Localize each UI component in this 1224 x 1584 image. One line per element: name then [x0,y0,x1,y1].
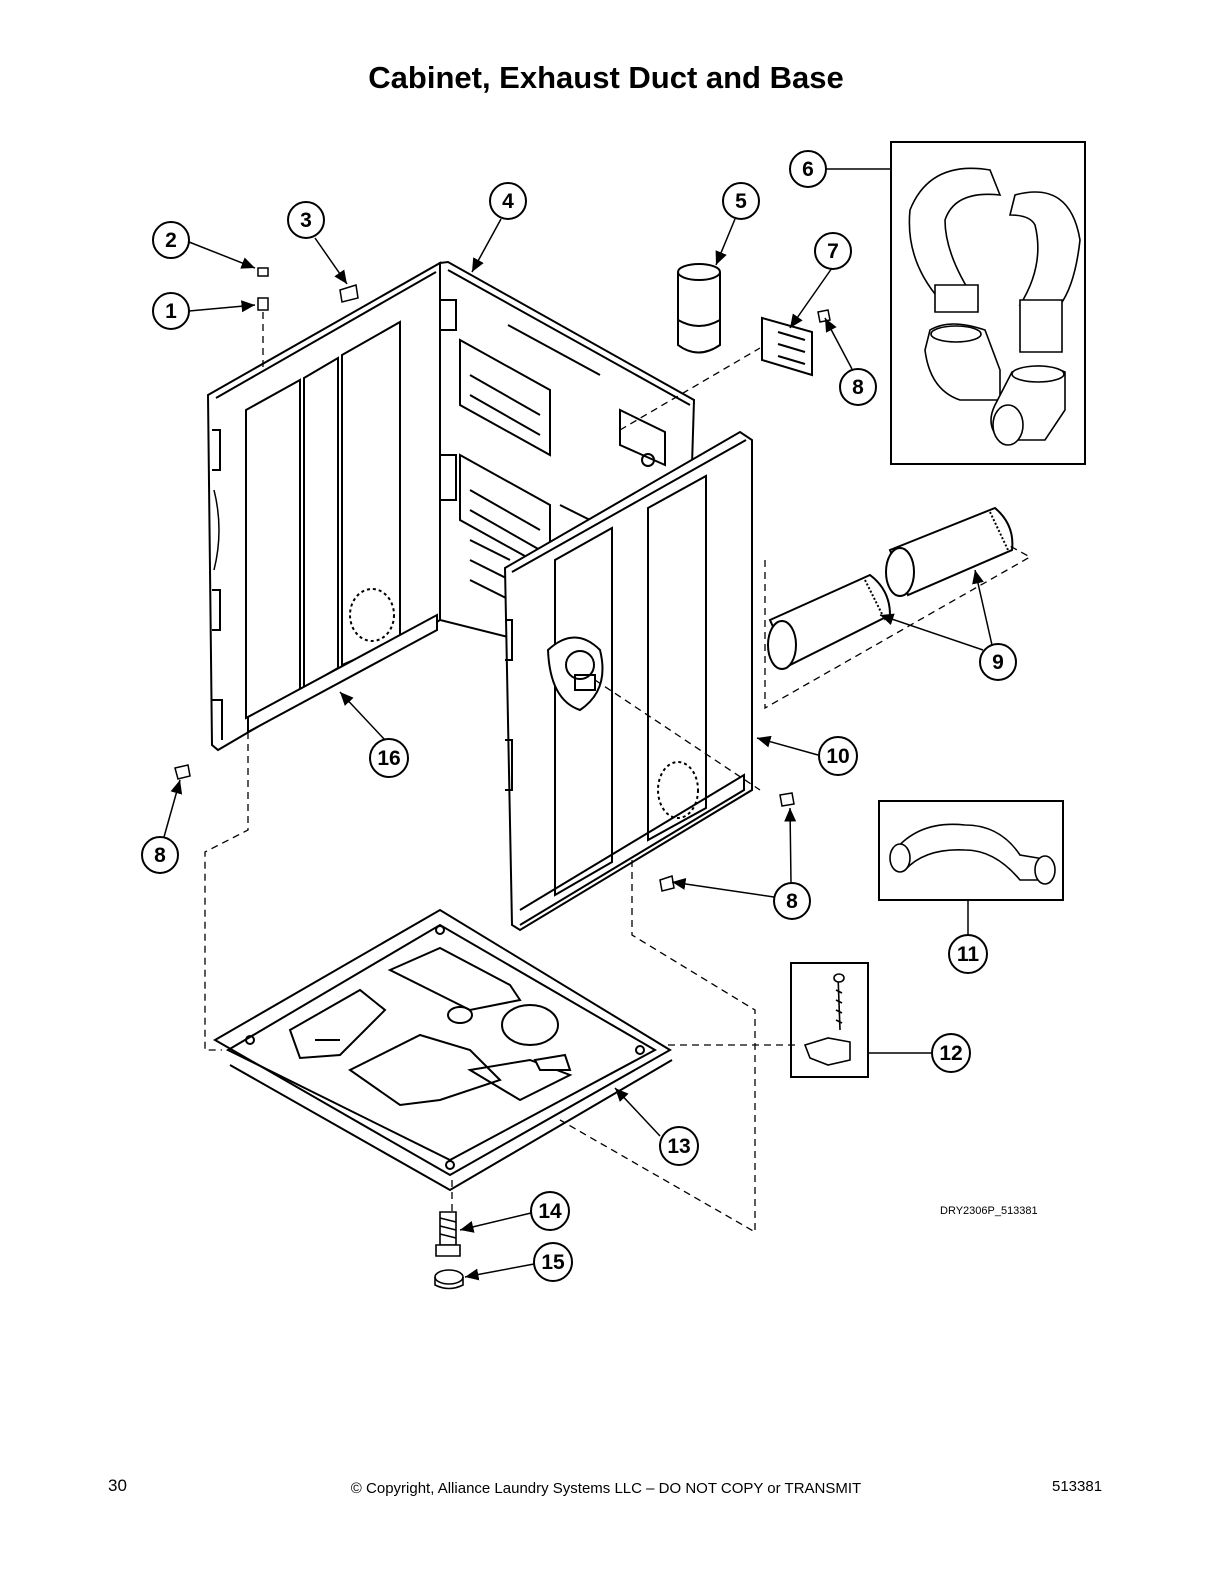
callout-2: 2 [152,221,190,259]
callout-14: 14 [530,1191,570,1231]
svg-text:2: 2 [165,229,177,252]
copyright-notice: © Copyright, Alliance Laundry Systems LL… [350,1480,862,1497]
callouts: 1 2 3 4 5 6 7 8 8 8 8 9 10 11 12 13 14 1… [141,150,1017,1282]
svg-text:5: 5 [735,190,747,213]
svg-text:11: 11 [957,943,980,966]
front-panel [503,430,753,932]
svg-text:8: 8 [786,890,798,913]
svg-text:8: 8 [154,844,166,867]
callout-9: 9 [979,643,1017,681]
elbow-kit-part [908,167,1081,446]
exhaust-duct-part [677,263,721,354]
callout-5: 5 [722,182,760,220]
callout-4: 4 [489,182,527,220]
callout-13: 13 [659,1126,699,1166]
svg-text:16: 16 [377,747,400,770]
svg-text:14: 14 [538,1200,562,1223]
leveling-leg-part [434,1211,464,1290]
bracket-part [803,973,851,1066]
callout-3: 3 [287,201,325,239]
svg-text:8: 8 [852,376,864,399]
svg-text:13: 13 [667,1135,690,1158]
callout-6: 6 [789,150,827,188]
document-number: 513381 [1052,1478,1103,1495]
callout-12: 12 [931,1033,971,1073]
straight-duct-parts [767,506,1014,670]
svg-text:9: 9 [992,651,1004,674]
flex-duct-part [889,823,1056,885]
callout-8a: 8 [839,368,877,406]
svg-text:15: 15 [541,1251,565,1274]
svg-text:1: 1 [165,300,177,323]
svg-text:7: 7 [827,240,839,263]
svg-text:3: 3 [300,209,312,232]
callout-10: 10 [818,736,858,776]
callout-7: 7 [814,232,852,270]
base-pan [212,908,673,1192]
figure-id: DRY2306P_513381 [940,1205,1038,1217]
vent-plate-part [761,316,813,377]
svg-text:12: 12 [939,1042,962,1065]
svg-text:4: 4 [502,190,514,213]
callout-8c: 8 [773,882,811,920]
callout-8b: 8 [141,836,179,874]
callout-16: 16 [369,738,409,778]
left-side-panel [206,261,441,752]
callout-11: 11 [948,934,988,974]
svg-text:10: 10 [826,745,849,768]
page-title: Cabinet, Exhaust Duct and Base [368,60,844,95]
svg-text:6: 6 [802,158,814,181]
callout-1: 1 [152,292,190,330]
page-number: 30 [108,1476,127,1495]
callout-15: 15 [533,1242,573,1282]
